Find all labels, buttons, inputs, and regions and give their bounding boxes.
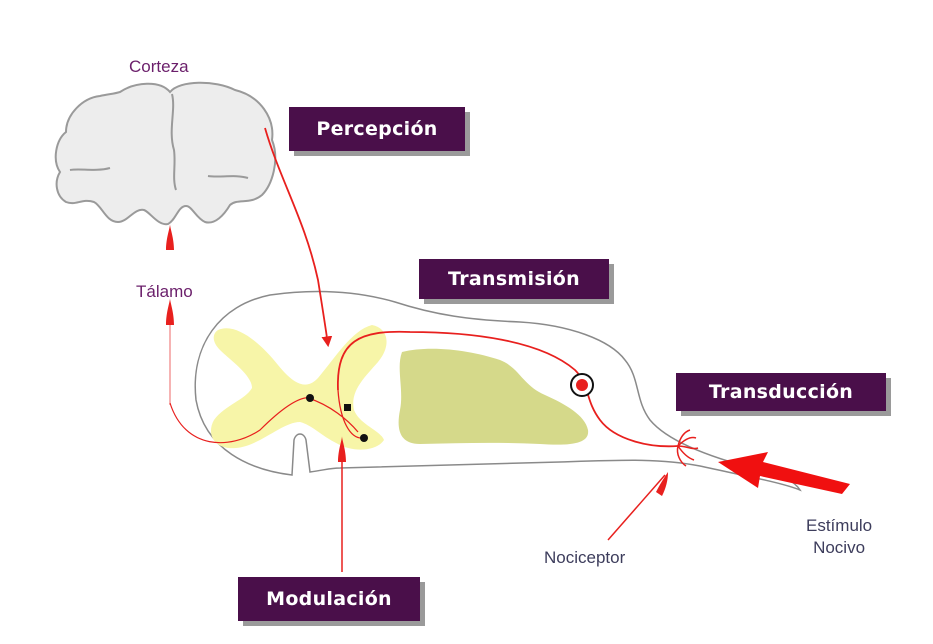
- tag-modulation: Modulación: [238, 577, 420, 621]
- dorsal-root-ganglion: [571, 374, 593, 396]
- nociceptor-pointer: [608, 475, 665, 540]
- stimulus-label-line1: Estímulo: [806, 515, 872, 537]
- brain-cortex-shape: [56, 83, 276, 224]
- synapse-square: [344, 404, 351, 411]
- tag-perception: Percepción: [289, 107, 465, 151]
- synapse-dot: [360, 434, 368, 442]
- stimulus-label: Estímulo Nocivo: [806, 515, 872, 559]
- synapse-dot: [306, 394, 314, 402]
- stimulus-arrow: [718, 452, 850, 494]
- tag-transmission: Transmisión: [419, 259, 609, 299]
- cortex-label: Corteza: [129, 57, 189, 77]
- nociceptor-label: Nociceptor: [544, 547, 625, 569]
- tag-transduction: Transducción: [676, 373, 886, 411]
- thalamus-label: Tálamo: [136, 282, 193, 302]
- stimulus-label-line2: Nocivo: [806, 537, 872, 559]
